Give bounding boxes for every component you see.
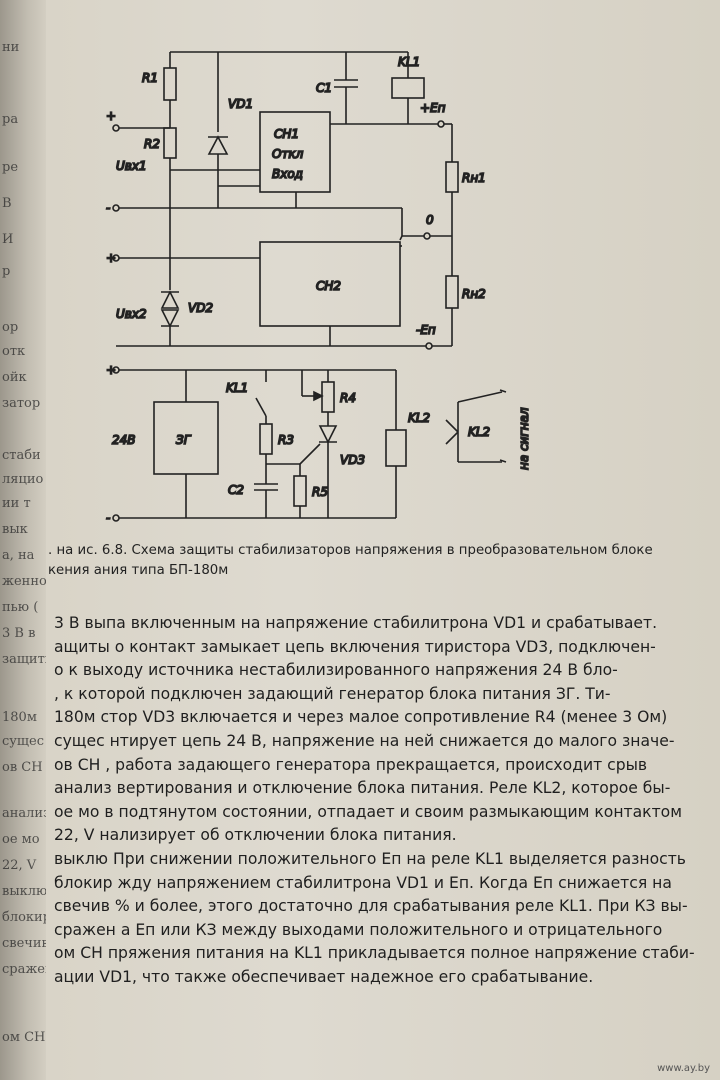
body-paragraphs: 3 В выпа включенным на напряжение стабил… [54,612,695,990]
label-ch1: СН1 [274,127,299,141]
label-ch1-off: Откл [272,147,304,161]
text-line: ом СН пряжения питания на KL1 прикладыва… [54,944,695,963]
edge-text: 180м [2,710,37,725]
label-ep-minus: -Eп [416,323,436,337]
label-zg: ЗГ [176,433,192,447]
caption-line: . на ис. 6.8. Схема защиты стабилизаторо… [48,543,653,558]
text-line: свечив % и более, этого достаточно для с… [54,897,688,916]
edge-text: отк [2,344,26,359]
left-page-edge: ни ра ре В И р ор отк ойк затор стаби ля… [0,0,46,1080]
text-line: ащиты о контакт замыкает цепь включения … [54,637,656,656]
text-line: блокир жду напряжением стабилитрона VD1 … [54,873,672,892]
label-vd1: VD1 [228,97,253,111]
label-rn2: Rн2 [462,287,486,301]
edge-text: сущес [2,734,44,749]
label-vd2: VD2 [188,301,213,315]
edge-text: выклю [2,884,46,899]
label-24v: 24В [112,433,136,447]
caption-line: кения ания типа БП-180м [48,563,229,578]
label-ch2: СН2 [316,279,341,293]
text-line: 22, V нализирует об отключении блока пит… [54,826,457,845]
text-line: сражен а Eп или КЗ между выходами положи… [54,920,663,939]
edge-text: 3 В в [2,626,36,641]
label-signal: на сигнал [517,407,531,470]
circuit-diagram: R1 R2 VD1 C1 KL1 +Eп СН1 Откл Вход Uвх1 … [96,40,556,530]
edge-text: затор [2,396,41,411]
edge-text: стаби [2,448,41,463]
label-ep-plus: +Eп [420,101,446,115]
label-uvx1: Uвх1 [116,159,147,173]
edge-text: ойк [2,370,27,385]
label-kl1: KL1 [398,55,420,69]
label-kl1-contact: KL1 [226,381,248,395]
edge-text: ии т [2,496,31,511]
label-c2: C2 [228,483,244,497]
label-r5: R5 [312,485,328,499]
edge-text: 22, V [2,858,37,873]
label-rn1: Rн1 [462,171,486,185]
edge-text: ни [2,40,20,55]
label-uvx2: Uвх2 [116,307,147,321]
edge-text: блокирую [2,910,46,925]
label-ch1-input: Вход [272,167,303,181]
text-line: анализ вертирования и отключение блока п… [54,779,671,798]
text-line: 3 В выпа включенным на напряжение стабил… [54,614,658,632]
edge-text: ое мо [2,832,40,847]
edge-text: ра [2,112,19,127]
text-line: сущес нтирует цепь 24 В, напряжение на н… [54,731,675,750]
watermark: www.ay.by [657,1063,710,1074]
edge-text: сражени [2,962,46,977]
edge-text: защиты [2,652,46,667]
edge-text: ом СН [2,1030,46,1045]
label-r3: R3 [278,433,294,447]
plus-sign-1: + [106,109,116,123]
label-r1: R1 [142,71,158,85]
edge-text: В [2,196,12,211]
text-line: ов СН , работа задающего генератора прек… [54,755,648,774]
edge-text: анализ [2,806,46,821]
label-r4: R4 [340,391,356,405]
edge-text: И [2,232,14,247]
label-zero: 0 [426,213,434,227]
label-kl2: KL2 [408,411,430,425]
label-kl2-contact: KL2 [468,425,490,439]
minus-sign-3: - [106,511,110,525]
label-r2: R2 [144,137,160,151]
edge-text: р [2,264,11,279]
minus-sign-1: - [106,201,110,215]
text-line: , к которой подключен задающий генератор… [54,684,611,703]
text-line: ое мо в подтянутом состоянии, отпадает и… [54,802,682,821]
text-line: выклю При снижении положительного Eп на … [54,849,686,868]
edge-text: ов СН [2,760,43,775]
edge-text: женност [2,574,46,589]
text-line: 180м стор VD3 включается и через малое с… [54,708,668,727]
edge-text: вык [2,522,28,537]
text-line: ации VD1, что также обеспечивает надежно… [54,967,594,986]
edge-text: ор [2,320,19,335]
plus-sign-3: + [106,363,116,377]
text-line: о к выходу источника нестабилизированног… [54,661,618,680]
edge-text: ре [2,160,19,175]
edge-text: ляцио [2,472,44,487]
label-vd3: VD3 [340,453,365,467]
figure-caption: . на ис. 6.8. Схема защиты стабилизаторо… [48,541,653,581]
plus-sign-2: + [106,251,116,265]
edge-text: пью ( [2,600,39,615]
label-c1: C1 [316,81,332,95]
edge-text: а, на [2,548,35,563]
edge-text: свечиван [2,936,46,951]
